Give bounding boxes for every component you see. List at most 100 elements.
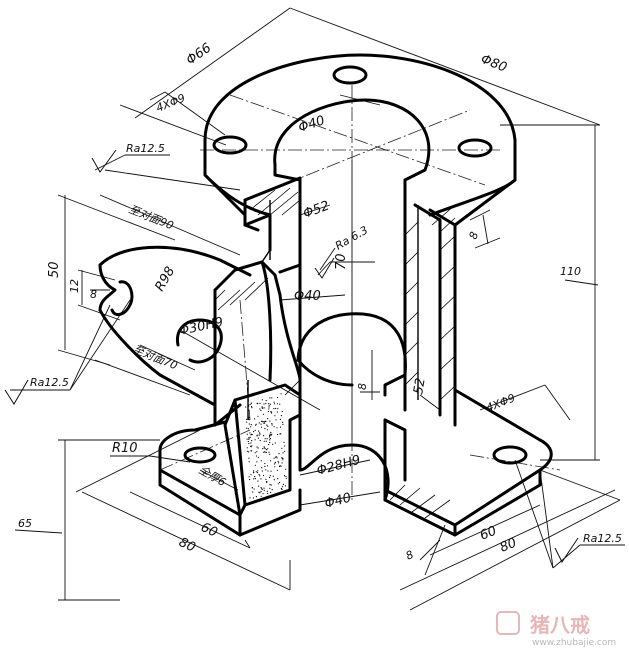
stipple-dot [261,470,263,472]
stipple-dot [258,432,260,434]
stipple-dot [268,439,271,441]
stipple-dot [248,437,250,439]
stipple-dot [262,493,264,495]
stipple-dot [260,495,262,497]
stipple-dot [247,409,250,412]
stipple-dot [259,475,261,477]
stipple-dot [273,479,275,481]
stipple-dot [260,423,262,425]
stipple-dot [257,480,259,482]
stipple-dot [249,432,251,434]
stipple-dot [281,447,283,449]
watermark-brand: 猪八戒 [530,613,590,637]
stipple-dot [274,456,276,458]
stipple-dot [256,471,259,474]
stipple-dot [260,487,262,489]
stipple-dot [256,446,258,448]
note-opp-face-90: 至对面90 [127,203,175,233]
stipple-dot [263,403,265,405]
stipple-dot [271,423,273,425]
stipple-dot [273,426,275,428]
stipple-dot [268,451,270,453]
stipple-dot [250,402,252,404]
stipple-dot [265,440,267,442]
stipple-dot [273,403,276,405]
stipple-dot [253,471,255,473]
stipple-dot [251,440,253,442]
stipple-dot [277,433,279,436]
object-outline [98,53,553,537]
stipple-dot [278,481,281,484]
stipple-dot [261,488,264,490]
stipple-dot [255,424,257,426]
stipple-dot [282,452,284,454]
stipple-dot [246,438,248,440]
stipple-dot [264,462,266,465]
stipple-dot [253,488,255,490]
stipple-dot [270,484,272,486]
stipple-dot [276,457,278,459]
stipple-dot [259,439,261,442]
stipple-dot [248,417,250,419]
stipple-dot [261,399,263,401]
dim-t8-top: 8 [467,230,482,241]
stipple-dot [281,462,283,464]
stipple-dot [273,401,275,403]
dim-h8-mid: 8 [356,383,369,390]
stipple-dot [251,445,253,447]
stipple-dot [257,485,260,487]
dim-h70: 70 [334,253,349,270]
stipple-dot [263,447,265,449]
stipple-dot [274,461,276,463]
stipple-dot [259,408,261,410]
stipple-dot [272,475,274,477]
stipple-dot [254,429,256,431]
stipple-dot [258,491,260,493]
stipple-dot [268,403,270,405]
stipple-dot [277,478,279,480]
stipple-dot [271,397,273,399]
stipple-dot [250,450,252,452]
roughness-symbols [4,149,579,563]
stipple-dot [260,488,263,490]
stipple-dot [263,421,265,423]
stipple-dot [279,433,281,435]
stipple-dot [254,464,256,466]
stipple-dot [277,408,279,410]
stipple-dot [267,470,269,472]
stipple-dot [268,408,270,410]
stipple-dot [284,445,286,447]
stipple-dot [250,442,252,444]
stipple-dot [283,441,285,443]
stipple-dot [248,461,250,463]
stipple-dot [255,423,257,425]
stipple-dot [247,440,249,443]
dim-t8-base: 8 [404,548,416,563]
stipple-dot [269,484,271,486]
stipple-dot [251,433,253,435]
stipple-dot [274,466,276,468]
stipple-dot [266,438,268,440]
dim-d52: Φ52 [301,199,331,222]
stipple-dot [260,478,262,480]
stipple-dot [262,448,264,450]
stipple-dot [247,428,249,430]
stipple-dot [249,497,251,499]
stipple-dot [273,457,275,459]
dim-h50: 50 [47,261,62,278]
stipple-dot [271,412,273,414]
stipple-dot [261,407,263,409]
stipple-dot [255,496,257,498]
stipple-dot [250,474,252,476]
stipple-dot [260,460,262,462]
dim-r10: R10 [112,441,138,456]
center-lines [159,85,561,500]
section-hatching [214,187,456,519]
stipple-dot [263,422,265,424]
stipple-dot [260,426,263,428]
stipple-dot [257,456,259,458]
stipple-dot [258,474,260,476]
dim-holes-base: 4XΦ9 [484,391,517,414]
dim-h110: 110 [560,265,581,278]
